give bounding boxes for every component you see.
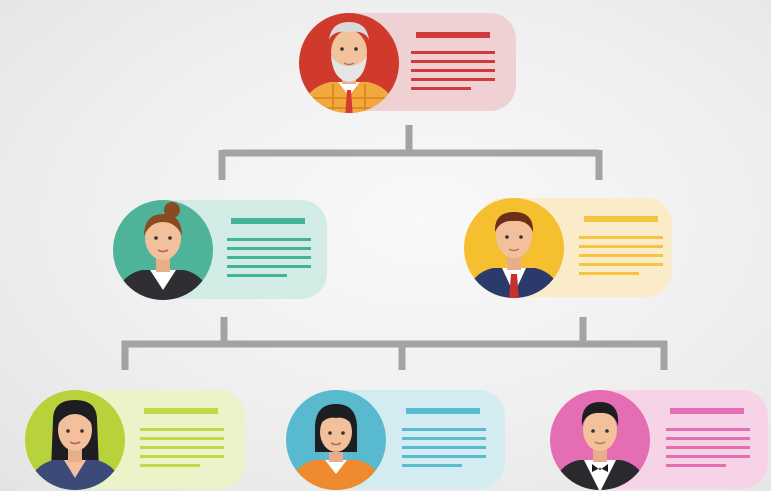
node-ceo xyxy=(299,13,516,113)
text-placeholder-lines xyxy=(411,32,495,90)
org-connectors xyxy=(121,125,668,370)
node-manager-right xyxy=(464,198,672,298)
text-placeholder-lines xyxy=(227,218,311,277)
node-staff-3 xyxy=(550,390,768,490)
node-staff-2 xyxy=(286,390,505,490)
text-placeholder-lines xyxy=(579,216,663,275)
text-placeholder-lines xyxy=(666,408,750,467)
text-placeholder-lines xyxy=(140,408,224,467)
text-placeholder-lines xyxy=(402,408,486,467)
avatar-woman-long-hair xyxy=(25,390,125,490)
node-staff-1 xyxy=(25,390,245,490)
node-manager-left xyxy=(113,200,327,300)
avatar-woman-bob xyxy=(286,390,386,490)
